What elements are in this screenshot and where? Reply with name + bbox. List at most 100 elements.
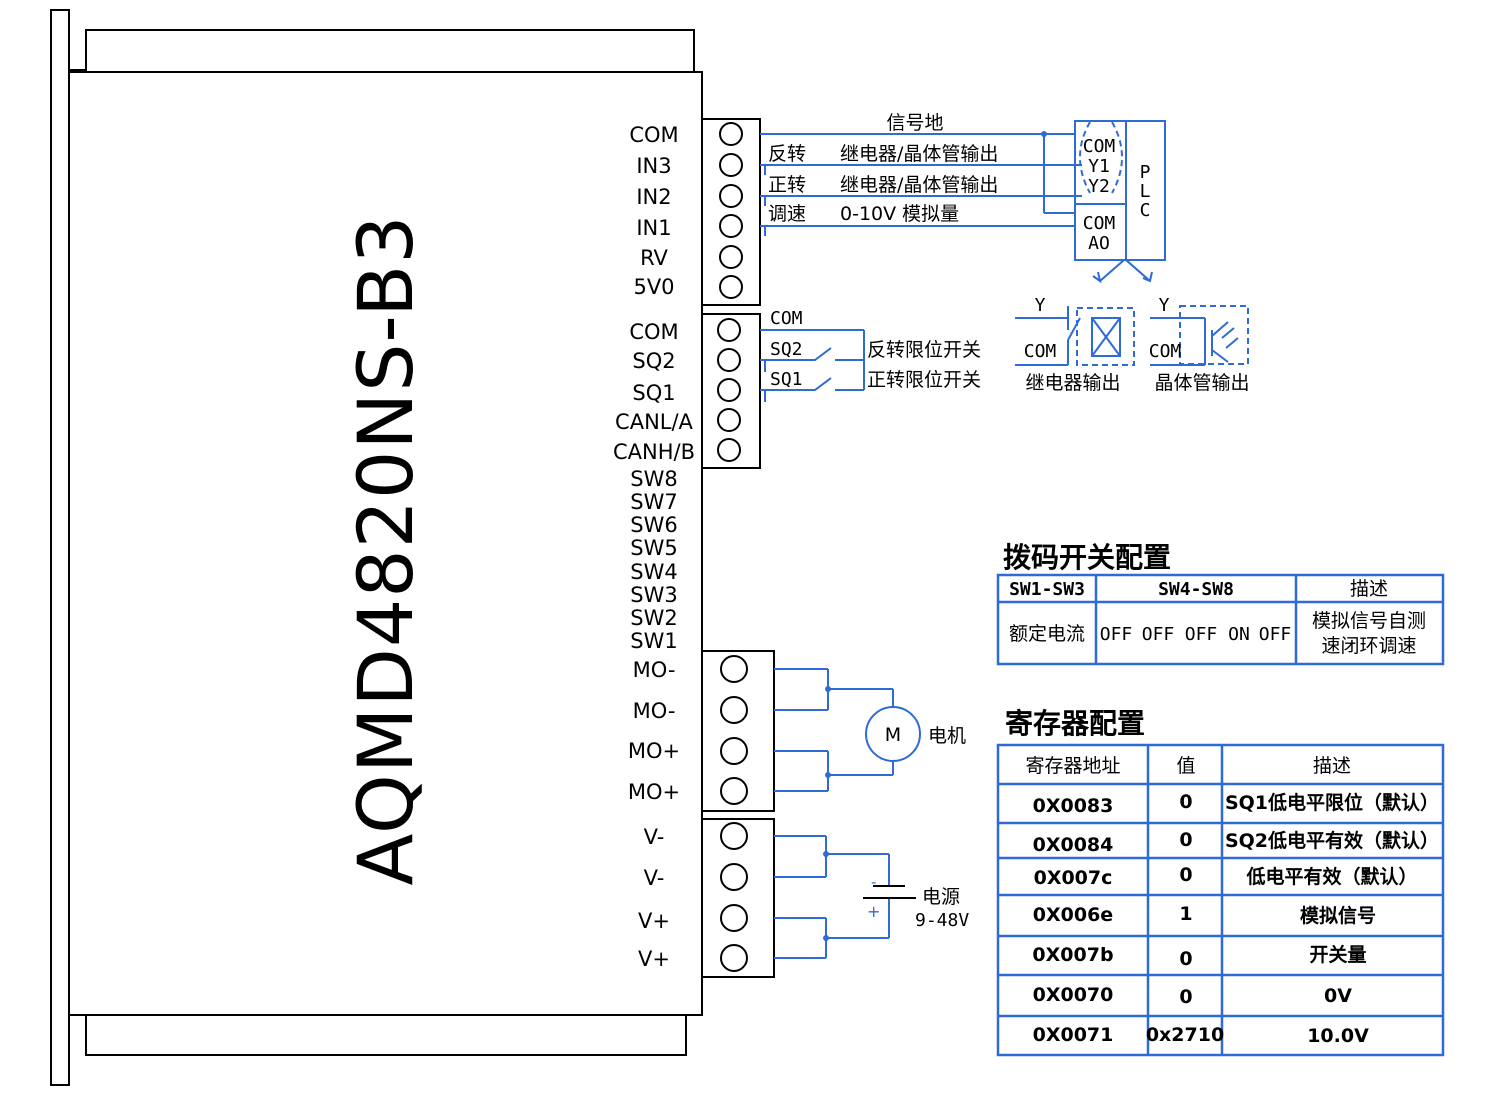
pin-label: MO-: [633, 658, 676, 682]
plc-pin: COM: [1083, 136, 1116, 157]
reg-desc: 0V: [1324, 985, 1352, 1007]
reg-address: 0X0070: [1033, 984, 1114, 1006]
terminal-screw: [717, 318, 741, 342]
dip-cell: 额定电流: [1009, 623, 1085, 645]
plc-pin: COM: [1083, 213, 1116, 234]
pin-label: V-: [644, 866, 665, 890]
reg-address: 0X0083: [1033, 795, 1114, 817]
reg-value: 0: [1179, 948, 1192, 970]
table-row: 0X0084 0 SQ2低电平有效（默认）: [1033, 829, 1439, 856]
terminal-screw: [719, 122, 743, 146]
terminal-screw: [717, 348, 741, 372]
battery-plus: +: [867, 902, 880, 921]
pin-labels-connector2: COM SQ2 SQ1 CANL/A CANH/B: [613, 320, 695, 464]
pin-labels-motor: MO- MO- MO+ MO+: [628, 658, 680, 804]
dip-table: [996, 573, 1445, 666]
plc-row-name: 反转: [768, 143, 806, 165]
dip-header: SW4-SW8: [1158, 579, 1234, 600]
dip-desc: 模拟信号自测: [1312, 610, 1426, 632]
device-front-panel: [68, 71, 703, 1016]
table-row: 0X0070 0 0V: [1033, 984, 1353, 1008]
terminal-screw: [720, 944, 748, 972]
pin-label: MO+: [628, 780, 680, 804]
pin-label: SQ2: [632, 349, 675, 373]
relay-y-label: Y: [1035, 295, 1046, 316]
plc-row-desc: 继电器/晶体管输出: [840, 143, 998, 165]
reg-desc: SQ2低电平有效（默认）: [1225, 829, 1439, 852]
pin-label: V-: [644, 825, 665, 849]
reg-desc: 开关量: [1309, 943, 1366, 966]
dip-switch-state: OFF: [1100, 624, 1133, 645]
wire-junction: [823, 935, 829, 941]
terminal-screw: [719, 245, 743, 269]
reg-value: 0: [1179, 829, 1192, 851]
power-range: 9-48V: [915, 910, 969, 931]
reg-table-title: 寄存器配置: [1005, 707, 1145, 740]
dip-switch-state: OFF: [1185, 624, 1218, 645]
terminal-screw: [719, 153, 743, 177]
switch-label: SW2: [630, 606, 677, 630]
terminal-screw: [720, 863, 748, 891]
transistor-com-label: COM: [1149, 341, 1182, 362]
switch-label: SW6: [630, 513, 677, 537]
reg-address: 0X007b: [1032, 944, 1113, 966]
relay-output-label: 继电器输出: [1025, 372, 1120, 394]
wire-junction: [825, 686, 831, 692]
battery-symbol: [863, 885, 916, 899]
device-bottom-flange: [85, 1015, 687, 1056]
device-body: [50, 9, 703, 1086]
wire-junction: [823, 851, 829, 857]
pin-label: 5V0: [633, 275, 674, 299]
dip-switch-state: OFF: [1142, 624, 1175, 645]
switch-label: SW7: [630, 490, 677, 514]
table-row: 0X006e 1 模拟信号: [1033, 903, 1376, 927]
relay-com-label: COM: [1024, 341, 1057, 362]
terminal-block-2: [701, 313, 761, 469]
power-label: 电源: [922, 886, 960, 908]
sq1-label: SQ1: [770, 369, 803, 390]
transistor-y-label: Y: [1159, 295, 1170, 316]
terminal-screw: [719, 184, 743, 208]
motor-symbol: [865, 706, 921, 762]
reg-table: [996, 743, 1445, 1057]
plc-pin: Y1: [1088, 156, 1110, 177]
pin-label: V+: [638, 947, 670, 971]
reg-address: 0X0084: [1033, 834, 1114, 856]
reg-header: 描述: [1313, 755, 1351, 777]
terminal-screw: [720, 655, 748, 683]
dip-switch-state: OFF: [1259, 624, 1292, 645]
sq2-desc: 反转限位开关: [867, 339, 981, 361]
pin-labels-switches: SW8 SW7 SW6 SW5 SW4 SW3 SW2 SW1: [630, 467, 677, 653]
reg-value: 0x2710: [1146, 1024, 1224, 1046]
switch-label: SW1: [630, 629, 677, 653]
terminal-screw: [717, 438, 741, 462]
table-row: 0X0071 0x2710 10.0V: [1033, 1024, 1369, 1047]
terminal-block-1: [701, 118, 761, 306]
wire-junction: [1041, 131, 1047, 137]
switch-label: SW3: [630, 583, 677, 607]
pin-label: CANH/B: [613, 440, 695, 464]
reg-value: 0: [1179, 986, 1192, 1008]
plc-letter: L: [1140, 181, 1151, 202]
device-top-flange: [69, 29, 695, 72]
dip-header: 描述: [1350, 578, 1388, 600]
reg-address: 0X007c: [1034, 867, 1113, 889]
reg-address: 0X006e: [1033, 904, 1113, 926]
reg-header: 寄存器地址: [1025, 755, 1120, 777]
motor-wiring: [774, 668, 921, 792]
plc-box: [1074, 120, 1166, 261]
pin-label: V+: [638, 909, 670, 933]
terminal-screw: [719, 214, 743, 238]
dip-desc: 速闭环调速: [1321, 635, 1416, 657]
reg-value: 0: [1179, 791, 1192, 813]
relay-output-symbol: [1015, 306, 1135, 366]
motor-letter: M: [885, 724, 901, 746]
pin-labels-connector1: COM IN3 IN2 IN1 RV 5V0: [629, 123, 678, 299]
device-side-plate: [50, 9, 70, 1086]
pin-label: SQ1: [632, 381, 675, 405]
pin-label: COM: [629, 123, 678, 147]
plc-pin: Y2: [1088, 176, 1110, 197]
terminal-screw: [720, 822, 748, 850]
